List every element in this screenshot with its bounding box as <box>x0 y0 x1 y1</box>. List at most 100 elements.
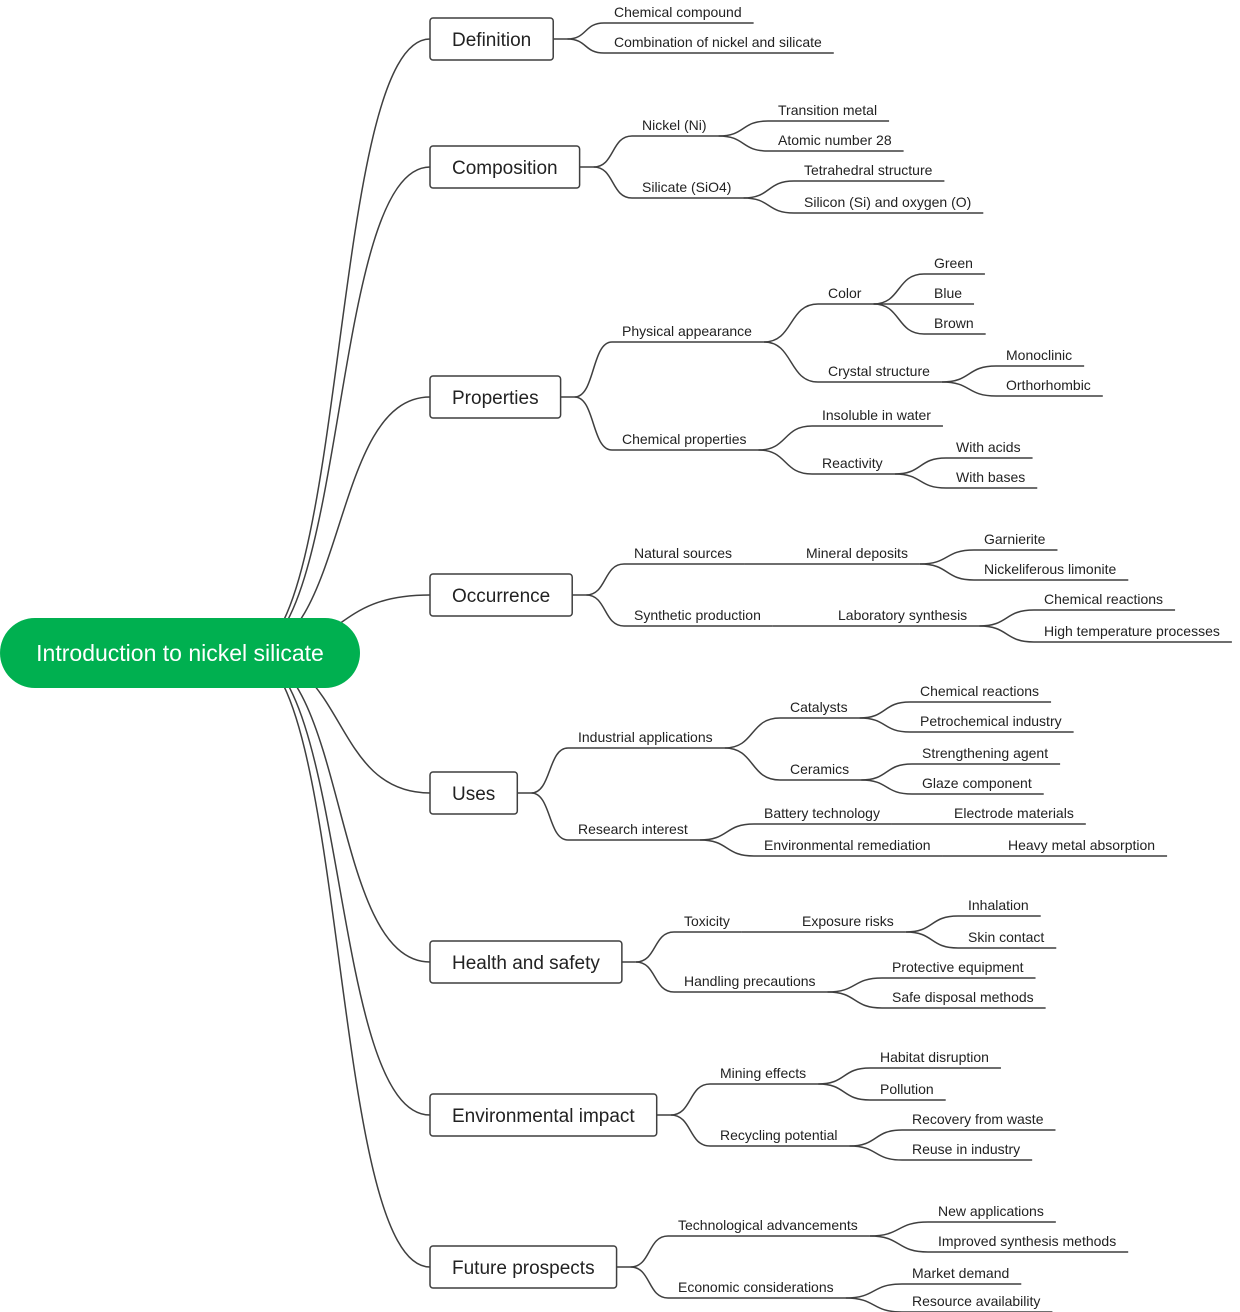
branch-composition-node-nickel-ni[interactable]: Nickel (Ni) <box>642 117 707 133</box>
branch-occurrence-link-1 <box>586 594 625 627</box>
branch-occurrence-node-garnierite[interactable]: Garnierite <box>984 531 1046 547</box>
branch-composition-node-silicon-si-and-oxygen-o[interactable]: Silicon (Si) and oxygen (O) <box>804 194 971 210</box>
branch-uses-label: Uses <box>452 784 495 805</box>
branch-uses-box[interactable] <box>429 771 519 815</box>
branch-health-and-safety-link4-1 <box>905 931 959 949</box>
branch-composition-node-atomic-number-28[interactable]: Atomic number 28 <box>778 132 892 148</box>
branch-health-and-safety-box[interactable] <box>429 940 623 984</box>
branch-health-and-safety-node-toxicity[interactable]: Toxicity <box>684 913 730 929</box>
branch-occurrence-node-chemical-reactions[interactable]: Chemical reactions <box>1044 591 1163 607</box>
branch-properties-node-monoclinic[interactable]: Monoclinic <box>1006 347 1072 363</box>
branch-properties-node-with-acids[interactable]: With acids <box>956 439 1021 455</box>
branch-future-prospects-node-economic-considerations[interactable]: Economic considerations <box>678 1279 834 1295</box>
branch-definition-box[interactable] <box>429 17 554 61</box>
branch-occurrence-node-nickeliferous-limonite[interactable]: Nickeliferous limonite <box>984 561 1116 577</box>
branch-occurrence-node-mineral-deposits[interactable]: Mineral deposits <box>806 545 908 561</box>
branch-properties-node-orthorhombic[interactable]: Orthorhombic <box>1006 377 1091 393</box>
branch-composition-box[interactable] <box>429 145 581 189</box>
branch-environmental-impact-node-pollution[interactable]: Pollution <box>880 1081 934 1097</box>
branch-occurrence-node-natural-sources[interactable]: Natural sources <box>634 545 732 561</box>
branch-future-prospects-node-market-demand[interactable]: Market demand <box>912 1265 1009 1281</box>
branch-health-and-safety-node-exposure-risks[interactable]: Exposure risks <box>802 913 894 929</box>
branch-properties-link-0 <box>574 341 613 398</box>
branch-environmental-impact-link-0 <box>670 1083 711 1116</box>
branch-definition-link-1 <box>567 38 605 54</box>
branch-environmental-impact-link3-0 <box>818 1067 871 1085</box>
branch-environmental-impact-node-habitat-disruption[interactable]: Habitat disruption <box>880 1049 989 1065</box>
branch-properties-node-color[interactable]: Color <box>828 285 862 301</box>
branch-definition-node-combination-of-nickel-and-silicate[interactable]: Combination of nickel and silicate <box>614 34 822 50</box>
branch-future-prospects-link3-1 <box>845 1297 903 1312</box>
branch-uses-node-chemical-reactions[interactable]: Chemical reactions <box>920 683 1039 699</box>
branch-environmental-impact-link3-1 <box>818 1083 871 1101</box>
branch-uses-node-glaze-component[interactable]: Glaze component <box>922 775 1032 791</box>
branch-future-prospects-node-technological-advancements[interactable]: Technological advancements <box>678 1217 858 1233</box>
branch-uses-node-industrial-applications[interactable]: Industrial applications <box>578 729 713 745</box>
branch-environmental-impact-link3-0 <box>849 1129 903 1147</box>
branch-properties-link-1 <box>574 396 613 451</box>
branch-health-and-safety-link-1 <box>635 961 675 993</box>
branch-uses-node-electrode-materials[interactable]: Electrode materials <box>954 805 1074 821</box>
branch-health-and-safety-node-skin-contact[interactable]: Skin contact <box>968 929 1044 945</box>
branch-properties-link4-0 <box>894 457 947 475</box>
branch-composition-node-transition-metal[interactable]: Transition metal <box>778 102 877 118</box>
branch-future-prospects-node-resource-availability[interactable]: Resource availability <box>912 1293 1040 1309</box>
branch-uses-node-strengthening-agent[interactable]: Strengthening agent <box>922 745 1048 761</box>
branch-properties-label: Properties <box>452 388 539 409</box>
branch-properties-node-chemical-properties[interactable]: Chemical properties <box>622 431 747 447</box>
branch-environmental-impact-node-recycling-potential[interactable]: Recycling potential <box>720 1127 838 1143</box>
branch-properties-node-with-bases[interactable]: With bases <box>956 469 1025 485</box>
branch-properties-node-brown[interactable]: Brown <box>934 315 974 331</box>
branch-properties-box[interactable] <box>429 375 562 419</box>
branch-uses-node-battery-technology[interactable]: Battery technology <box>764 805 880 821</box>
branch-occurrence-node-high-temperature-processes[interactable]: High temperature processes <box>1044 623 1220 639</box>
branch-uses-node-research-interest[interactable]: Research interest <box>578 821 688 837</box>
branch-health-and-safety-node-safe-disposal-methods[interactable]: Safe disposal methods <box>892 989 1034 1005</box>
branch-health-and-safety-node-handling-precautions[interactable]: Handling precautions <box>684 973 816 989</box>
branch-occurrence-link4-1 <box>979 625 1035 643</box>
branch-environmental-impact-label: Environmental impact <box>452 1106 635 1127</box>
branch-properties-node-insoluble-in-water[interactable]: Insoluble in water <box>822 407 931 423</box>
branch-uses-node-ceramics[interactable]: Ceramics <box>790 761 849 777</box>
branch-properties-node-blue[interactable]: Blue <box>934 285 962 301</box>
branch-future-prospects-box[interactable] <box>429 1245 618 1289</box>
branch-health-and-safety-node-protective-equipment[interactable]: Protective equipment <box>892 959 1024 975</box>
branch-occurrence-box[interactable] <box>429 573 573 617</box>
branch-uses-link4-1 <box>861 779 913 795</box>
branch-properties-node-reactivity[interactable]: Reactivity <box>822 455 883 471</box>
branch-future-prospects-link3-0 <box>869 1221 929 1237</box>
branch-properties-link3-1 <box>758 449 813 475</box>
branch-future-prospects-node-new-applications[interactable]: New applications <box>938 1203 1044 1219</box>
branch-definition-node-chemical-compound[interactable]: Chemical compound <box>614 4 742 20</box>
root-label: Introduction to nickel silicate <box>36 640 324 666</box>
branch-health-and-safety-link4-0 <box>905 915 959 933</box>
branch-occurrence-link4-1 <box>919 563 975 581</box>
branch-environmental-impact-node-recovery-from-waste[interactable]: Recovery from waste <box>912 1111 1044 1127</box>
branch-uses-link-0 <box>531 747 569 794</box>
branch-health-and-safety-link3-0 <box>827 977 883 993</box>
branch-occurrence-node-synthetic-production[interactable]: Synthetic production <box>634 607 761 623</box>
branch-properties-node-crystal-structure[interactable]: Crystal structure <box>828 363 930 379</box>
branch-definition-link-0 <box>567 22 605 40</box>
branch-uses-link3-1 <box>699 839 755 857</box>
root-node[interactable]: Introduction to nickel silicate <box>0 618 360 688</box>
branch-composition-link3-1 <box>743 197 795 214</box>
branch-composition-node-silicate-sio4[interactable]: Silicate (SiO4) <box>642 179 731 195</box>
branch-composition-label: Composition <box>452 158 558 179</box>
branch-health-and-safety-node-inhalation[interactable]: Inhalation <box>968 897 1029 913</box>
branch-environmental-impact-node-reuse-in-industry[interactable]: Reuse in industry <box>912 1141 1020 1157</box>
branch-uses-link3-1 <box>724 747 781 781</box>
branch-uses-node-catalysts[interactable]: Catalysts <box>790 699 848 715</box>
branch-properties-node-physical-appearance[interactable]: Physical appearance <box>622 323 752 339</box>
branch-uses-node-heavy-metal-absorption[interactable]: Heavy metal absorption <box>1008 837 1155 853</box>
branch-uses-node-environmental-remediation[interactable]: Environmental remediation <box>764 837 931 853</box>
branch-environmental-impact-node-mining-effects[interactable]: Mining effects <box>720 1065 806 1081</box>
branch-future-prospects-link-1 <box>630 1266 669 1299</box>
branch-composition-connector <box>247 166 431 654</box>
branch-environmental-impact-box[interactable] <box>429 1093 658 1137</box>
branch-occurrence-node-laboratory-synthesis[interactable]: Laboratory synthesis <box>838 607 967 623</box>
branch-properties-node-green[interactable]: Green <box>934 255 973 271</box>
branch-future-prospects-node-improved-synthesis-methods[interactable]: Improved synthesis methods <box>938 1233 1116 1249</box>
branch-composition-node-tetrahedral-structure[interactable]: Tetrahedral structure <box>804 162 933 178</box>
branch-uses-node-petrochemical-industry[interactable]: Petrochemical industry <box>920 713 1062 729</box>
